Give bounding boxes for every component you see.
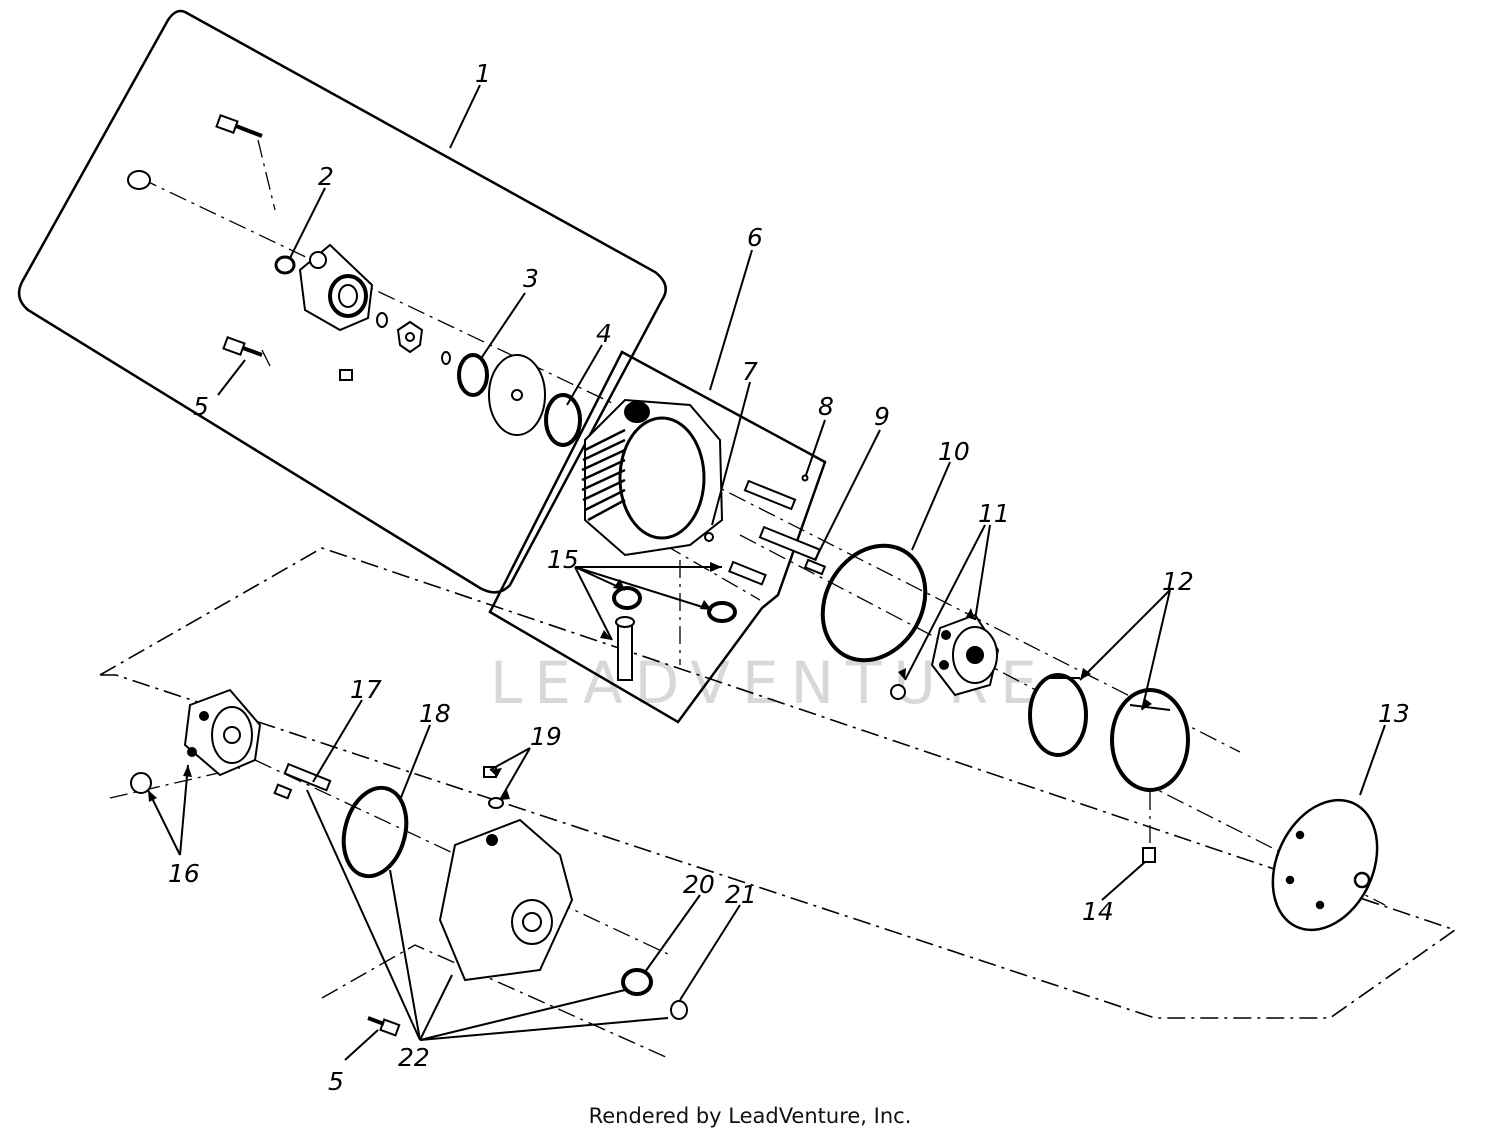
rings-12 xyxy=(1028,673,1190,792)
end-cover-13 xyxy=(1271,798,1379,932)
callout-21: 21 xyxy=(725,880,757,909)
callout-16: 16 xyxy=(168,859,200,888)
callout-19: 19 xyxy=(530,722,562,751)
clip-21 xyxy=(670,1000,688,1020)
bolt-upper xyxy=(215,114,263,138)
small-parts xyxy=(339,312,451,381)
callout-17: 17 xyxy=(350,675,382,704)
bearing-20 xyxy=(621,968,653,996)
callout-9: 9 xyxy=(874,402,890,431)
callout-5-upper: 5 xyxy=(193,392,209,421)
callout-20: 20 xyxy=(683,870,715,899)
callout-22: 22 xyxy=(398,1043,430,1072)
group-outline-6 xyxy=(488,350,827,724)
roller-16 xyxy=(130,772,152,794)
main-housing-6 xyxy=(581,398,724,557)
ring-18 xyxy=(341,785,409,879)
callout-2: 2 xyxy=(318,162,334,191)
ring-3 xyxy=(457,353,489,397)
bearing-shaft-15 xyxy=(612,586,737,681)
callout-3: 3 xyxy=(523,264,539,293)
wear-plate xyxy=(488,354,546,436)
rotor-16 xyxy=(183,688,262,777)
lower-cover xyxy=(438,818,574,982)
callout-11: 11 xyxy=(978,499,1010,528)
callout-15: 15 xyxy=(547,545,579,574)
callout-14: 14 xyxy=(1082,897,1114,926)
group-outline-cover xyxy=(321,944,669,1059)
roller-11 xyxy=(890,684,906,700)
callout-6: 6 xyxy=(747,223,763,252)
callout-8: 8 xyxy=(818,392,834,421)
pin-17 xyxy=(273,762,332,800)
washer xyxy=(127,170,151,190)
group-outline-lower xyxy=(96,547,1457,1019)
seal-2 xyxy=(274,255,296,275)
callout-18: 18 xyxy=(419,699,451,728)
footer-credit: Rendered by LeadVenture, Inc. xyxy=(588,1104,912,1128)
bolt-5-lower xyxy=(367,1016,401,1037)
key-14 xyxy=(1142,847,1156,863)
group-outline-1 xyxy=(17,9,667,594)
callout-13: 13 xyxy=(1378,699,1410,728)
pins xyxy=(704,474,827,586)
callout-12: 12 xyxy=(1162,567,1194,596)
rotor-11 xyxy=(930,613,1000,697)
callout-4: 4 xyxy=(596,319,612,348)
callout-1: 1 xyxy=(475,59,491,88)
pump-housing xyxy=(298,243,374,332)
callout-5-lower: 5 xyxy=(328,1067,344,1096)
leader-lines xyxy=(147,84,1386,1061)
oring-10 xyxy=(820,543,928,663)
oring-4 xyxy=(544,393,582,447)
callout-7: 7 xyxy=(742,357,758,386)
bolt-5-upper xyxy=(222,336,263,357)
callout-10: 10 xyxy=(938,437,970,466)
arrowheads xyxy=(148,562,1152,802)
